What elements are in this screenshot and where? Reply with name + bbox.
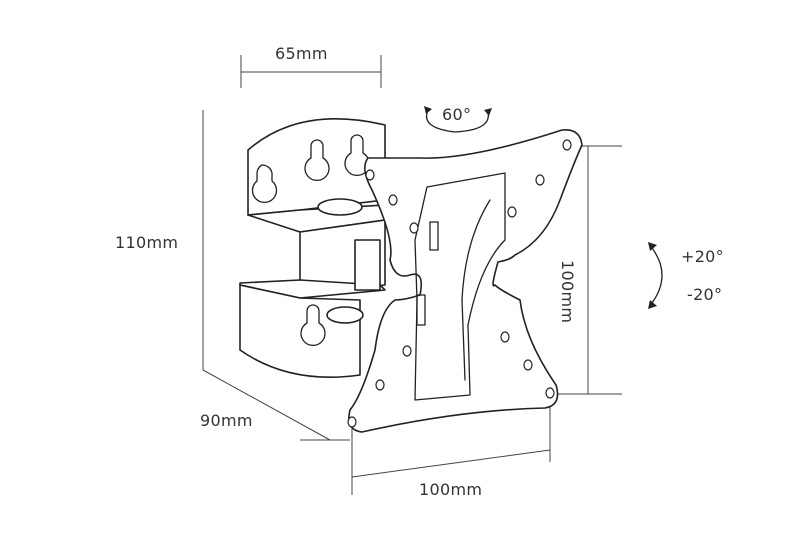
height-bracket-label: 110mm xyxy=(115,233,179,252)
vesa-vertical-label: 100mm xyxy=(558,260,577,324)
tilt-down-label: -20° xyxy=(687,285,723,304)
vesa-horizontal-label: 100mm xyxy=(419,480,483,499)
wall-plate xyxy=(239,118,386,378)
tilt-up-label: +20° xyxy=(681,247,724,266)
width-bracket-label: 65mm xyxy=(275,44,328,63)
depth-label: 90mm xyxy=(200,411,253,430)
dimension-110mm-line xyxy=(202,110,350,441)
swivel-angle-label: 60° xyxy=(442,105,472,124)
tilt-arrow-icon xyxy=(648,242,663,309)
swivel-arrow-icon xyxy=(424,106,492,133)
vesa-plate xyxy=(347,128,583,433)
dimension-65mm-line xyxy=(240,55,382,88)
